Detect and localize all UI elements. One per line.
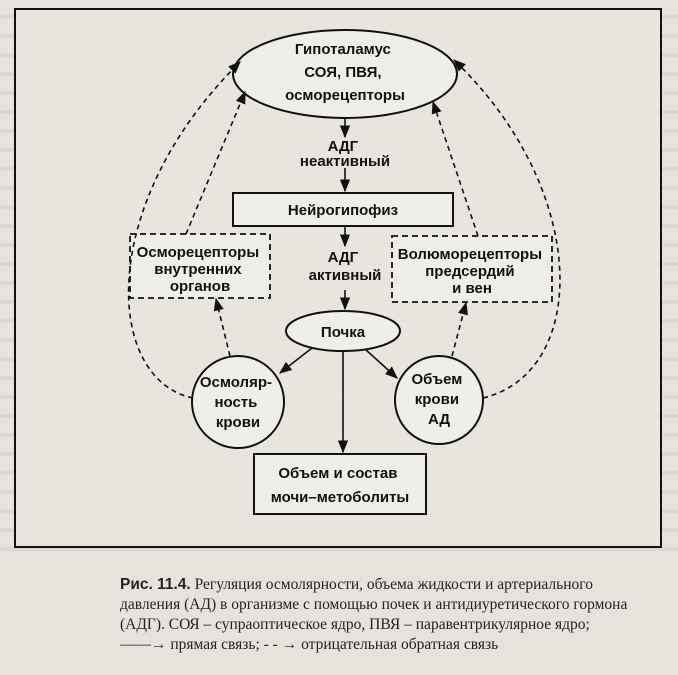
caption-line-3: (АДГ). СОЯ – супраоптическое ядро, ПВЯ –… [120,616,590,633]
caption-line-4: ——→ прямая связь; - - → отрицательная об… [120,636,499,653]
adh-inactive-label: АДГ неактивный [300,138,390,170]
feedback-osmoreceptors-to-hypothalamus [185,90,246,235]
figure-caption: Рис. 11.4. Регуляция осмолярности, объем… [120,575,660,655]
neurohypophysis-box [232,192,454,227]
osmolarity-circle [191,355,285,449]
volumoreceptors-label: Волюморецепторы предсердий и вен [398,246,546,297]
adh-active-label: АДГ активный [309,249,382,284]
osmoreceptors-box [129,233,271,299]
figure-number: Рис. 11.4. [120,576,191,593]
feedback-volume-to-hypothalamus [453,59,561,399]
feedback-volume-to-volumoreceptors [451,301,469,357]
volume-circle [394,355,484,445]
hypothalamus-label: Гипоталамус СОЯ, ПВЯ, осморецепторы [285,41,405,104]
volumoreceptors-box [391,235,553,303]
feedback-osmolarity-to-osmoreceptors [213,297,231,357]
neurohypophysis-label: Нейрогипофиз [288,202,398,219]
urine-label: Объем и состав мочи–метоболиты [271,465,409,506]
direct-links [278,118,398,454]
osmolarity-label: Осмоляр- ность крови [200,374,276,431]
caption-line-2: давления (АД) в организме с помощью поче… [120,596,628,613]
feedback-volumoreceptors-to-hypothalamus [431,100,479,237]
kidney-label: Почка [321,324,366,341]
arrow-kidney-to-osmolarity [278,347,313,374]
feedback-osmolarity-to-hypothalamus [127,61,241,399]
caption-text-1: Регуляция осмолярности, объема жидкости … [194,576,593,593]
urine-box [253,453,427,515]
caption-line-1: Рис. 11.4. Регуляция осмолярности, объем… [120,575,660,595]
osmoreceptors-label: Осморецепторы внутренних органов [137,244,264,295]
feedback-links [127,59,561,399]
volume-label: Объем крови АД [411,371,466,428]
arrow-kidney-to-volume [364,348,398,379]
regulation-diagram: Гипоталамус СОЯ, ПВЯ, осморецепторы АДГ … [127,29,561,515]
